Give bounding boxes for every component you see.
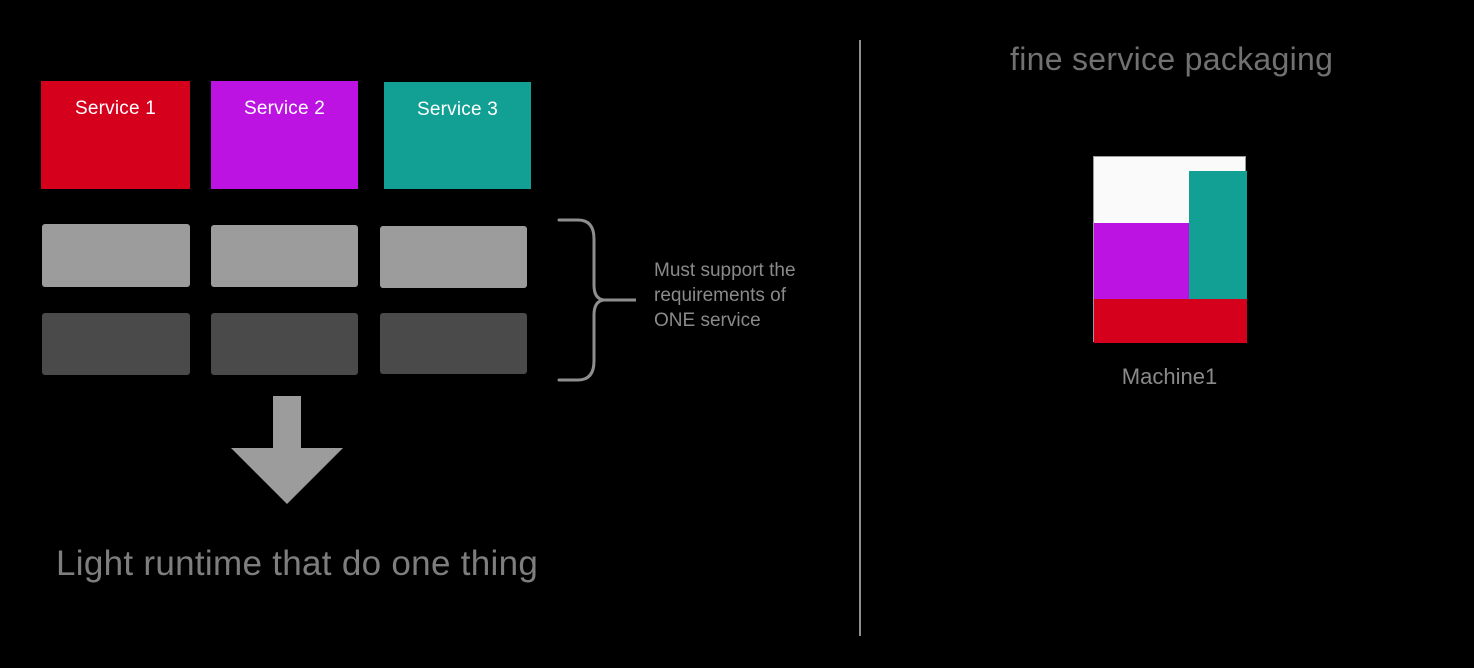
machine-block[interactable] (1093, 156, 1247, 343)
requirement-bar-dark-3 (380, 313, 527, 374)
machine-segment-service-3 (1189, 171, 1247, 299)
callout-line-1: Must support the (654, 260, 796, 281)
bottom-caption: Light runtime that do one thing (56, 544, 539, 583)
panel-divider (859, 40, 861, 636)
down-arrow-icon (231, 396, 343, 504)
service-box-3-label: Service 3 (416, 99, 498, 120)
requirement-bar-dark-1 (42, 313, 190, 375)
machine-segment-service-1 (1094, 299, 1247, 343)
callout-line-3: ONE service (654, 310, 761, 331)
callout-line-2: requirements of (654, 285, 787, 306)
right-panel-title: fine service packaging (1010, 41, 1334, 77)
service-box-1[interactable]: Service 1 (41, 81, 190, 189)
service-box-3[interactable]: Service 3 (384, 82, 531, 189)
machine-label: Machine1 (1121, 364, 1218, 389)
machine-segment-service-2 (1094, 223, 1189, 299)
requirement-bar-light-2 (211, 225, 358, 287)
service-box-2-label: Service 2 (243, 98, 325, 119)
service-box-1-label: Service 1 (74, 98, 156, 119)
requirement-bar-light-1 (42, 224, 190, 287)
requirement-bar-light-3 (380, 226, 527, 288)
service-box-2[interactable]: Service 2 (211, 81, 358, 189)
callout-text: Must support the requirements of ONE ser… (654, 258, 854, 333)
requirement-bar-dark-2 (211, 313, 358, 375)
curly-brace-icon (557, 218, 636, 382)
